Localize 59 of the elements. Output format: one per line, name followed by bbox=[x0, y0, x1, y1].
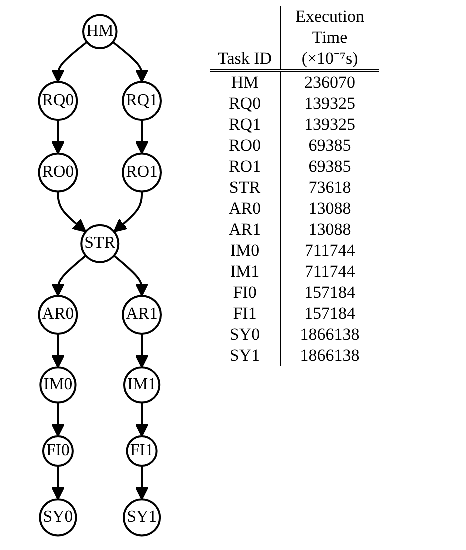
execution-time: 69385 bbox=[308, 136, 352, 155]
arrow bbox=[51, 120, 65, 154]
arrow bbox=[114, 254, 149, 296]
execution-time: 139325 bbox=[304, 94, 356, 113]
execution-time: 1866138 bbox=[300, 325, 360, 344]
arrow bbox=[114, 191, 143, 232]
task-id: HM bbox=[231, 73, 259, 92]
node-circle bbox=[80, 224, 120, 263]
task-id: RO1 bbox=[228, 157, 262, 176]
task-id: IM0 bbox=[230, 241, 260, 260]
arrow bbox=[51, 466, 65, 500]
execution-time: 13088 bbox=[308, 220, 352, 239]
execution-time: 73618 bbox=[308, 178, 352, 197]
task-id: FI0 bbox=[233, 283, 257, 302]
node-circle bbox=[122, 294, 162, 335]
node-circle bbox=[38, 294, 78, 335]
task-id: IM1 bbox=[230, 262, 260, 281]
execution-time: 139325 bbox=[304, 115, 356, 134]
execution-time: 236070 bbox=[304, 73, 356, 92]
arrow bbox=[112, 41, 149, 82]
column-header: Task ID bbox=[218, 49, 272, 68]
node-circle bbox=[42, 435, 74, 466]
task-id: FI1 bbox=[233, 304, 257, 323]
task-id: SY1 bbox=[230, 346, 260, 365]
arrow bbox=[51, 402, 65, 437]
node-circle bbox=[39, 498, 78, 536]
arrow bbox=[57, 191, 86, 232]
arrow bbox=[51, 334, 65, 368]
arrow bbox=[135, 120, 149, 154]
arrow bbox=[51, 41, 88, 82]
node-circle bbox=[122, 80, 162, 121]
execution-time: 711744 bbox=[304, 262, 356, 281]
task-id: RQ1 bbox=[228, 115, 262, 134]
execution-time: 157184 bbox=[304, 283, 356, 302]
node-circle bbox=[123, 366, 160, 404]
task-id: AR0 bbox=[228, 199, 262, 218]
task-id: AR1 bbox=[228, 220, 262, 239]
task-graph-drawing: HM RQ0 RQ1 RO0 RO1 STR AR0 AR1 IM0 IM1 FI0 FI1 SY0 SY1 bbox=[26, 2, 174, 548]
arrow bbox=[135, 466, 149, 500]
node-circle bbox=[38, 80, 78, 121]
arrow bbox=[51, 254, 86, 296]
task-id: RO0 bbox=[228, 136, 262, 155]
node-circle bbox=[38, 152, 78, 192]
node-circle bbox=[82, 14, 118, 50]
task-id: SY0 bbox=[230, 325, 260, 344]
arrow bbox=[135, 334, 149, 368]
task-id: RQ0 bbox=[228, 94, 262, 113]
execution-time: 711744 bbox=[304, 241, 356, 260]
task-id: STR bbox=[229, 178, 261, 197]
node-circle bbox=[40, 366, 77, 404]
node-circle bbox=[126, 435, 158, 466]
arrow bbox=[135, 402, 149, 437]
execution-time: 157184 bbox=[304, 304, 356, 323]
execution-time: 69385 bbox=[308, 157, 352, 176]
execution-time: 1866138 bbox=[300, 346, 360, 365]
node-circle bbox=[122, 498, 161, 536]
node-circle bbox=[122, 152, 162, 192]
execution-time: 13088 bbox=[308, 199, 352, 218]
column-header: Execution Time (×10⁻⁷s) bbox=[294, 6, 366, 69]
